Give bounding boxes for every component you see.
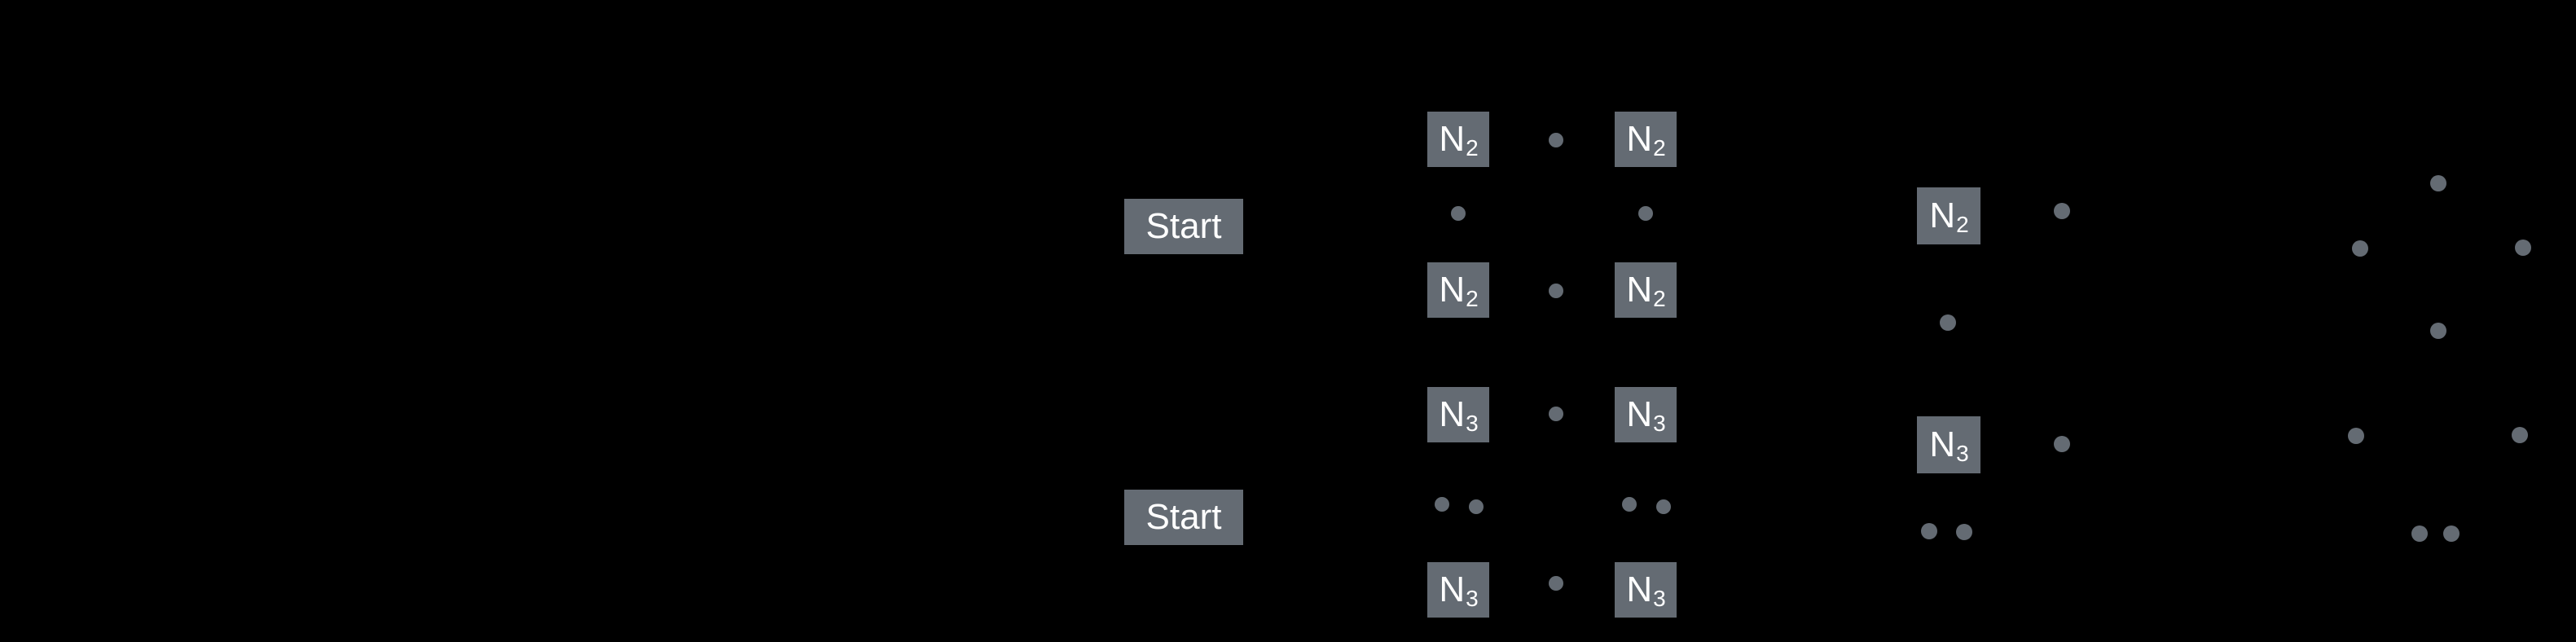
dot-d-n3-g2-below-a — [1921, 523, 1937, 539]
dot-d-n2-g1-bottom — [1549, 284, 1563, 298]
dot-d-g4-bottom-b — [2443, 525, 2460, 542]
dot-d-n3-g1-left-b — [1469, 499, 1484, 514]
node-subscript: 3 — [1956, 441, 1969, 466]
node-label: N — [1439, 394, 1466, 434]
node-label: N — [1626, 270, 1653, 310]
dot-d-n3-g1-top — [1549, 407, 1563, 421]
dot-d-g4-bottom-a — [2411, 525, 2428, 542]
dot-d-n3-g1-right-b — [1656, 499, 1671, 514]
node-subscript: 2 — [1653, 286, 1666, 311]
node-subscript: 3 — [1653, 586, 1666, 611]
dot-d-n2-g1-left — [1451, 206, 1466, 221]
node-label: Start — [1145, 497, 1222, 537]
dot-d-n3-g1-right-a — [1622, 497, 1637, 512]
node-subscript: 3 — [1466, 586, 1479, 611]
dot-d-n3-g2-right — [2054, 436, 2070, 452]
dot-d-g3-right — [2515, 240, 2531, 256]
node-subscript: 2 — [1466, 286, 1479, 311]
node-label: N — [1626, 569, 1653, 609]
node-label: N — [1626, 394, 1653, 434]
node-subscript: 3 — [1466, 411, 1479, 436]
node-label: N — [1439, 119, 1466, 159]
dot-d-g3-left — [2352, 240, 2368, 257]
dot-d-n2-g1-top — [1549, 133, 1563, 147]
node-subscript: 3 — [1653, 411, 1666, 436]
node-label: N — [1439, 270, 1466, 310]
node-label: Start — [1145, 206, 1222, 246]
node-label: N — [1929, 424, 1956, 464]
node-subscript: 2 — [1653, 135, 1666, 160]
node-subscript: 2 — [1466, 135, 1479, 160]
dot-d-g3-bottom — [2430, 323, 2446, 339]
dot-d-g4-left — [2348, 428, 2364, 444]
node-start-top[interactable]: Start — [1124, 199, 1243, 254]
node-label: N — [1929, 196, 1956, 235]
dot-d-n3-g1-left-a — [1435, 497, 1449, 512]
node-start-bottom[interactable]: Start — [1124, 490, 1243, 545]
dot-d-n3-g2-below-b — [1956, 524, 1972, 540]
node-subscript: 2 — [1956, 212, 1969, 237]
dot-d-n2-g2-below — [1940, 314, 1956, 331]
dot-d-g4-right — [2512, 427, 2528, 443]
node-label: N — [1626, 119, 1653, 159]
node-label: N — [1439, 569, 1466, 609]
dot-d-g3-top — [2430, 175, 2446, 191]
dot-d-n2-g1-right — [1638, 206, 1653, 221]
dot-d-n3-g1-bottom — [1549, 576, 1563, 591]
dot-d-n2-g2-right — [2054, 203, 2070, 219]
